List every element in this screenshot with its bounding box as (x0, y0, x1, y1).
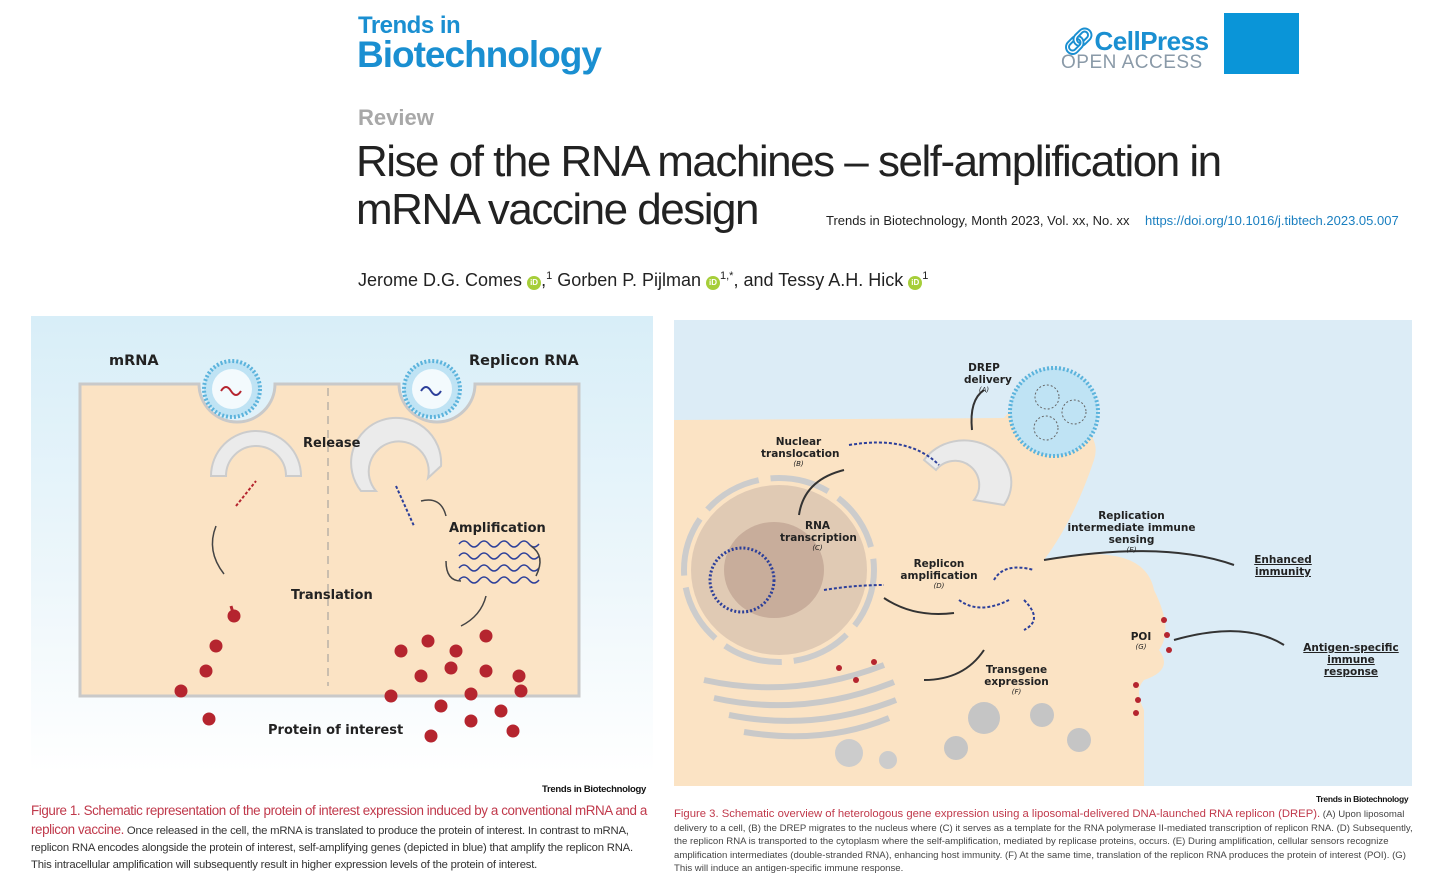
author-name: Gorben P. Pijlman (557, 270, 701, 290)
label-mrna: mRNA (109, 353, 159, 369)
author-sep: , (541, 270, 547, 290)
label-poi: POI(G) (1126, 631, 1156, 651)
label-text: DREP delivery (964, 362, 1012, 386)
publisher-name: CellPress (1094, 26, 1210, 56)
label-tag: (F) (1011, 688, 1022, 696)
label-replicon-amplification: Replicon amplification(D) (900, 558, 978, 590)
affiliation: 1 (546, 270, 553, 282)
label-protein-of-interest: Protein of interest (268, 723, 404, 738)
label-tag: (A) (978, 386, 990, 394)
orcid-icon[interactable]: iD (705, 276, 720, 290)
label-text: Transgene expression (984, 664, 1049, 688)
figure-3-credit: Trends in Biotechnology (1316, 794, 1409, 804)
label-tag: (B) (793, 460, 804, 468)
brand-block (1224, 13, 1299, 74)
journal-name-line1: Trends in (358, 12, 461, 39)
citation: Trends in Biotechnology, Month 2023, Vol… (826, 213, 1130, 228)
label-transgene-expression: Transgene expression(F) (979, 664, 1054, 696)
label-enhanced-immunity: Enhanced immunity (1254, 554, 1312, 578)
orcid-icon[interactable]: iD (908, 276, 923, 290)
journal-name-line2: Biotechnology (357, 34, 602, 75)
affiliation: 1,* (719, 270, 734, 282)
article-type: Review (358, 105, 434, 130)
label-antigen-response: Antigen-specific immune response (1303, 642, 1399, 678)
figure-1-caption: Figure 1. Schematic representation of th… (31, 802, 655, 874)
figure-1: mRNA Replicon RNA Release Amplification … (31, 316, 653, 773)
label-tag: (C) (812, 544, 823, 552)
author-name: Jerome D.G. Comes (358, 270, 523, 290)
label-rna-transcription: RNA transcription(C) (780, 520, 857, 552)
author-list: Jerome D.G. Comes iD,1 Gorben P. Pijlman… (358, 270, 928, 291)
label-amplification: Amplification (449, 521, 546, 536)
caption-title: Figure 1. Schematic representation of th… (31, 803, 647, 837)
doi-link[interactable]: https://doi.org/10.1016/j.tibtech.2023.0… (1145, 213, 1399, 228)
orcid-icon[interactable]: iD (527, 276, 542, 290)
figure-1-illustration (78, 359, 581, 743)
label-text: Replicon amplification (900, 558, 978, 582)
caption-body: (A) Upon liposomal delivery to a cell, (… (674, 809, 1413, 874)
article-title: Rise of the RNA machines – self-amplific… (356, 137, 1222, 234)
cellpress-link-icon: 🔗︎ (1062, 26, 1095, 56)
label-tag: (G) (1135, 643, 1147, 651)
caption-title: Figure 3. Schematic overview of heterolo… (674, 808, 1321, 820)
label-immune-sensing: Replication intermediate immune sensing(… (1064, 510, 1199, 554)
caption-body: Once released in the cell, the mRNA is t… (31, 825, 633, 871)
label-text: Replication intermediate immune sensing (1067, 510, 1196, 546)
figure-3-illustration (674, 366, 1285, 786)
label-tag: (D) (933, 582, 945, 590)
author-name: Tessy A.H. Hick (778, 270, 904, 290)
label-replicon-rna: Replicon RNA (469, 353, 579, 369)
open-access-label: OPEN ACCESS (1061, 52, 1203, 73)
figure-1-credit: Trends in Biotechnology (542, 784, 646, 795)
figure-3-caption: Figure 3. Schematic overview of heterolo… (674, 808, 1419, 876)
label-nuclear-translocation: Nuclear translocation(B) (761, 436, 840, 468)
label-translation: Translation (291, 588, 373, 603)
author-sep: , and (733, 270, 774, 290)
protein-of-interest-markers (174, 605, 528, 743)
label-text: Nuclear translocation (761, 436, 840, 460)
affiliation: 1 (922, 270, 929, 282)
label-text: RNA transcription (780, 520, 857, 544)
cellpress-logo: 🔗︎CellPress (1062, 26, 1209, 57)
label-tag: (E) (1126, 546, 1137, 554)
figure-3: DREP delivery(A) Nuclear translocation(B… (674, 320, 1412, 786)
label-drep-delivery: DREP delivery(A) (964, 362, 1012, 394)
label-text: POI (1130, 631, 1152, 643)
label-release: Release (303, 436, 361, 451)
